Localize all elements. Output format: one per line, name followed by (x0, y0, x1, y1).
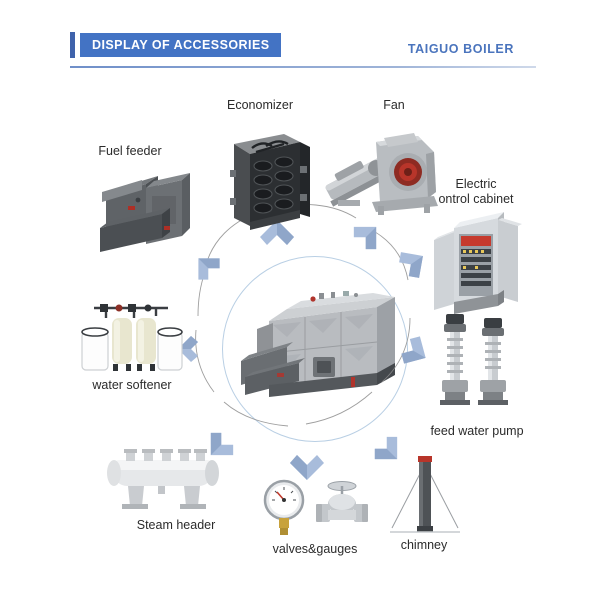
label-fan: Fan (383, 98, 405, 112)
center-boiler-circle (222, 256, 408, 442)
arrow-to-valves-gauges (290, 455, 324, 480)
arrow-to-water-softener (178, 336, 198, 362)
label-electric-control-cabinet: Electric ontrol cabinet (438, 177, 514, 206)
feed-water-pump-image (428, 308, 520, 420)
arrow-to-feed-water-pump (401, 336, 426, 364)
label-water-softener: water softener (92, 378, 172, 392)
steam-header-image (100, 446, 230, 516)
fan-image (322, 122, 446, 218)
fuel-feeder-image (92, 166, 194, 258)
label-economizer: Economizer (227, 98, 293, 112)
arrow-to-steam-header (210, 432, 234, 456)
label-steam-header: Steam header (136, 518, 216, 532)
label-feed-water-pump: feed water pump (430, 424, 524, 438)
arrow-to-economizer (260, 220, 294, 245)
arrow-to-chimney (374, 436, 398, 460)
header-accent-bar (70, 32, 75, 58)
water-softener-image (78, 296, 184, 380)
label-chimney: chimney (400, 538, 448, 552)
economizer-image (222, 122, 310, 234)
boiler-icon (241, 291, 395, 397)
page-header: DISPLAY OF ACCESSORIES TAIGUO BOILER (0, 0, 600, 78)
label-fuel-feeder: Fuel feeder (98, 144, 162, 158)
electric-control-cabinet-image (428, 210, 524, 318)
arrow-to-fan (353, 226, 377, 250)
page-title-badge: DISPLAY OF ACCESSORIES (80, 33, 281, 57)
header-divider (70, 66, 536, 68)
label-valves-gauges: valves&gauges (272, 542, 358, 556)
arrow-to-fuel-feeder (198, 258, 220, 280)
arrow-to-electric-control-cabinet (399, 252, 423, 278)
chimney-image (386, 452, 464, 538)
valves-gauges-image (258, 478, 374, 540)
brand-label: TAIGUO BOILER (407, 42, 514, 56)
